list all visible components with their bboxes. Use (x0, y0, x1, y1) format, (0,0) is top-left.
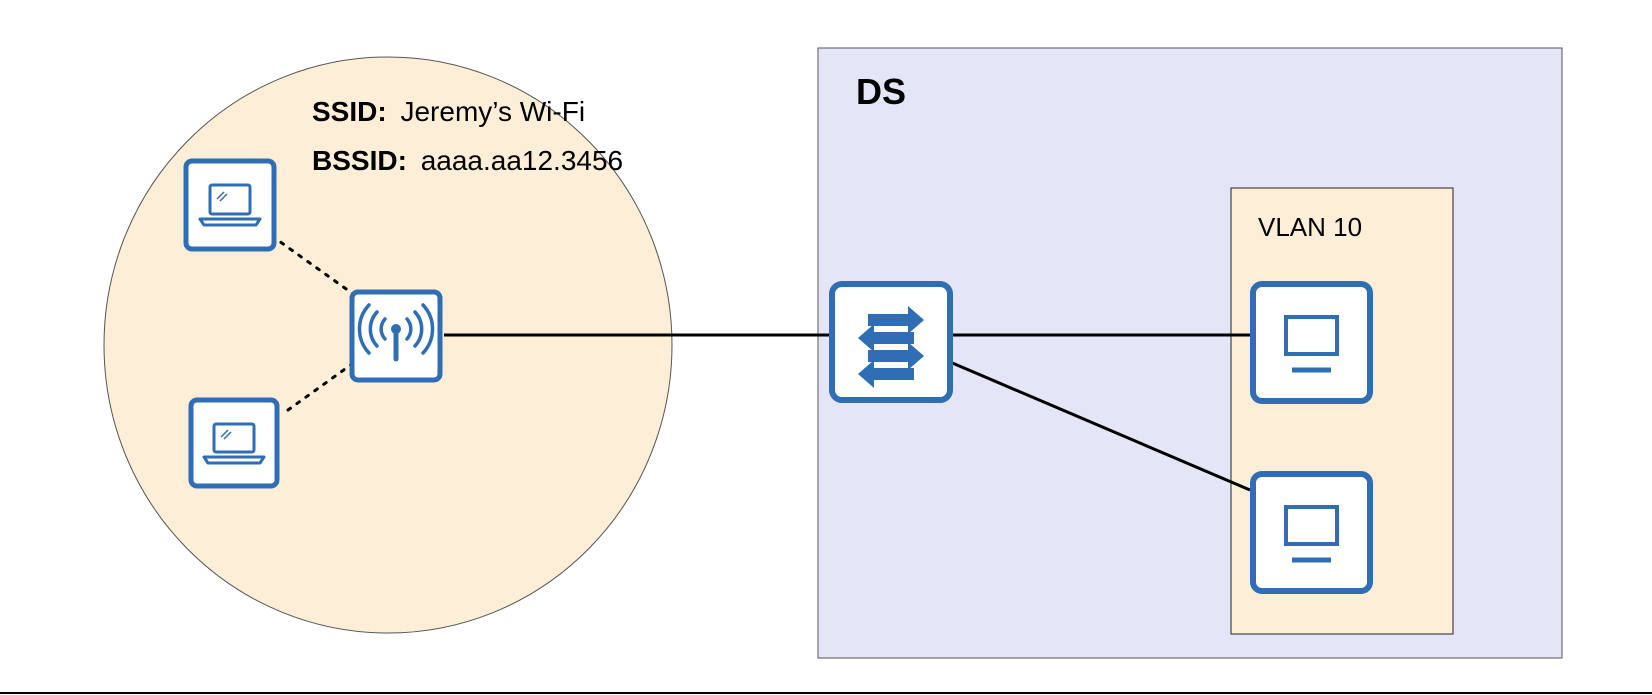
ssid-label: SSID: (312, 96, 387, 127)
laptop-icon (188, 397, 280, 489)
ds-label: DS (856, 71, 906, 112)
desktop-computer-icon (1250, 281, 1373, 404)
ssid-value: Jeremy’s Wi-Fi (400, 96, 585, 127)
bssid-label: BSSID: (312, 145, 407, 176)
bssid-text: BSSID: aaaa.aa12.3456 (312, 145, 623, 176)
desktop-computer-icon (1250, 471, 1373, 594)
bssid-value: aaaa.aa12.3456 (421, 145, 623, 176)
ssid-text: SSID: Jeremy’s Wi-Fi (312, 96, 585, 127)
switch-icon (829, 281, 953, 403)
vlan-label: VLAN 10 (1258, 212, 1362, 242)
laptop-icon (183, 158, 277, 252)
wireless-link-laptop2 (286, 362, 354, 412)
link-switch-to-pc2 (949, 360, 1251, 492)
wireless-access-point-icon (349, 289, 443, 383)
